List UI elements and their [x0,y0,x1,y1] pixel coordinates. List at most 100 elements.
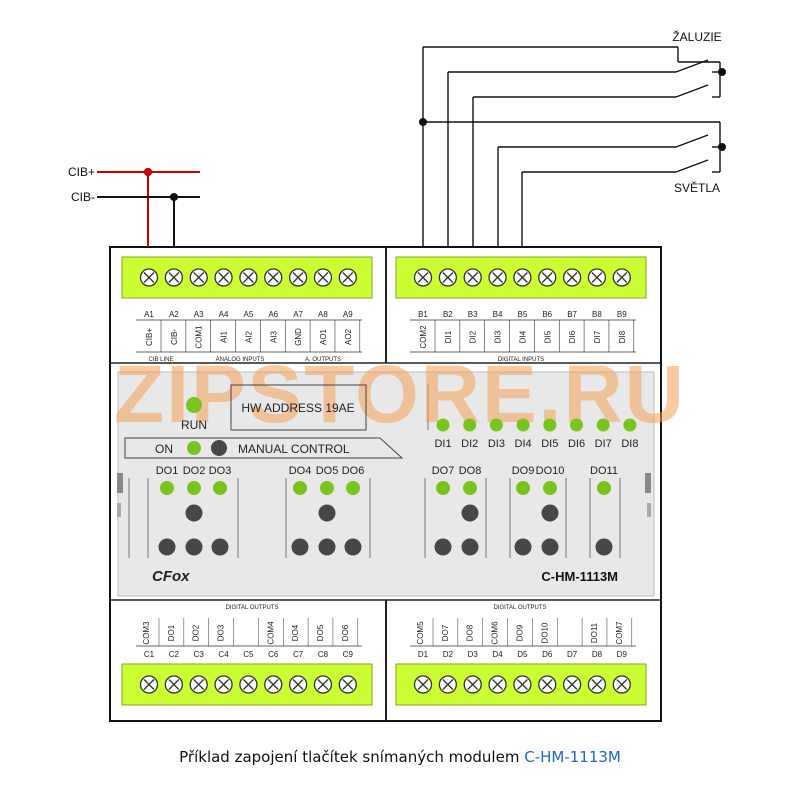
hw-address: HW ADDRESS 19AE [241,401,354,415]
terminal-signal: AO1 [319,328,328,345]
terminal-screw-slot [218,679,230,690]
terminal-signal: DI7 [593,330,602,343]
terminal-id: C9 [343,650,354,659]
terminal-signal: DI3 [494,330,503,343]
external-wiring [97,46,726,247]
do-led-label: DO9 [512,465,535,477]
terminal-screw-slot [442,272,454,283]
terminal-screw-slot [317,272,329,283]
terminal-id: D8 [592,650,603,659]
di-led-label: DI6 [568,438,585,450]
manual-control-button[interactable] [211,440,227,456]
terminal-group-label: DIGITAL INPUTS [498,357,544,363]
terminal-id: D5 [517,650,528,659]
model-label: C-HM-1113M [541,569,618,584]
terminal-screw-slot [566,272,578,283]
caption-text: Příklad zapojení tlačítek snímaných modu… [179,748,525,766]
terminal-screw-slot [143,272,155,283]
terminal-id: C4 [218,650,229,659]
terminal-signal: DO8 [466,624,475,641]
terminal-id: C5 [243,650,254,659]
terminal-group-label: ANALOG INPUTS [216,357,265,363]
di-led [436,418,450,432]
terminal-signal: COM7 [615,621,624,645]
terminal-signal: COM1 [195,325,204,349]
cib-plus-junction [144,168,152,176]
manual-control-label: MANUAL CONTROL [238,442,350,456]
do-led-label: DO7 [432,465,455,477]
terminal-id: B7 [567,310,577,319]
terminal-id: A2 [169,310,179,319]
terminal-signal: DO10 [540,622,549,643]
di-led-label: DI8 [621,438,638,450]
terminal-id: B6 [542,310,552,319]
di-led-label: DI7 [595,438,612,450]
terminal-screw-slot [168,272,180,283]
do-led [597,481,611,495]
terminal-group-label: A. OUTPUTS [305,357,341,363]
terminal-screw-slot [616,679,628,690]
terminal-id: B2 [443,310,453,319]
terminal-screw-slot [516,679,528,690]
side-clip-left [117,473,123,493]
cib-plus-label: CIB+ [68,165,95,179]
terminal-screw-slot [267,679,279,690]
do-led-label: DO1 [156,465,179,477]
do-led-label: DO11 [590,465,618,477]
terminal-signal: DO6 [341,624,350,641]
terminal-id: A4 [219,310,229,319]
terminal-id: C7 [293,650,304,659]
terminal-screw-slot [417,679,429,690]
do-button-lower [344,538,362,556]
di-led [623,418,637,432]
terminal-screw-slot [342,679,354,690]
do-led-label: DO10 [536,465,565,477]
terminal-signal: AI3 [269,330,278,343]
di-led-label: DI5 [541,438,558,450]
terminal-screw-slot [267,272,279,283]
terminal-signal: AI1 [220,330,229,343]
do-led [160,481,174,495]
terminal-screw-slot [193,272,205,283]
switch-contact [675,134,709,148]
terminal-signal: DI1 [444,330,453,343]
terminal-screw-slot [143,679,155,690]
terminal-id: B3 [468,310,478,319]
manual-control-bar [124,437,404,459]
do-led [187,481,201,495]
do-button-lower [541,538,559,556]
terminal-signal: DO5 [316,624,325,641]
terminal-signal: DI5 [543,330,552,343]
terminal-id: C2 [169,650,180,659]
terminal-signal: GND [294,328,303,346]
terminal-id: C1 [144,650,155,659]
terminal-id: C6 [268,650,279,659]
terminal-screw-slot [467,679,479,690]
terminal-signal: COM4 [266,621,275,645]
di-led [543,418,557,432]
do-led [213,481,227,495]
di-led [489,418,503,432]
terminal-signal: DI4 [518,330,527,343]
terminal-signal: COM6 [491,621,500,645]
do-led [436,481,450,495]
brand-logo: CFox [152,568,190,585]
terminal-group-label: DIGITAL OUTPUTS [493,605,546,611]
terminal-screw-slot [218,272,230,283]
side-clip-right [645,473,651,493]
terminal-id: D6 [542,650,553,659]
do-led-label: DO2 [183,465,206,477]
terminal-signal: DO11 [590,622,599,643]
terminal-screw-slot [442,679,454,690]
terminal-signal: DO1 [167,624,176,641]
terminal-signal: AI2 [244,330,253,343]
do-button-lower [291,538,309,556]
terminal-signal: COM2 [419,325,428,349]
do-led-label: DO3 [209,465,232,477]
terminal-signal: DO2 [192,624,201,641]
do-led [516,481,530,495]
do-led [463,481,477,495]
